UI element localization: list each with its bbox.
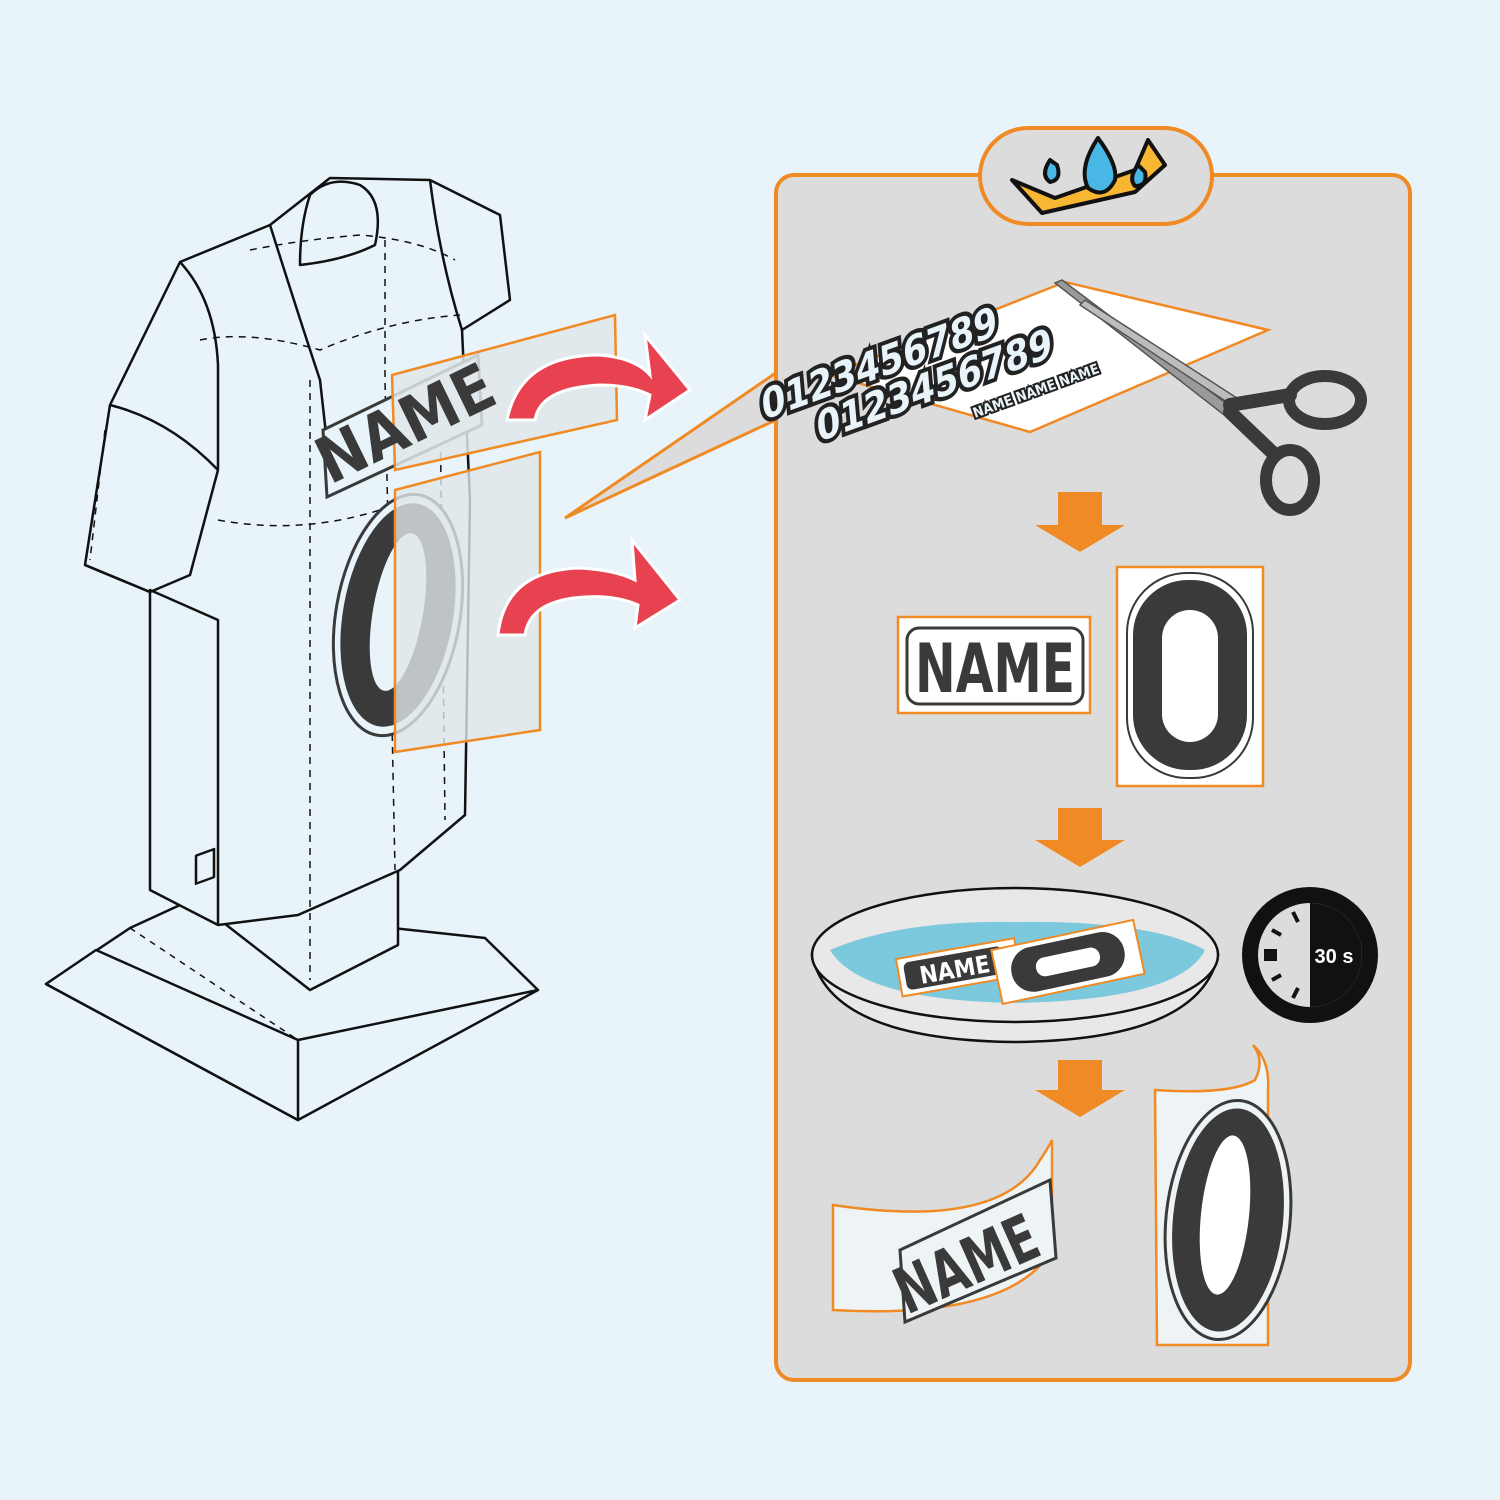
jersey-name-decal: NAME: [305, 313, 619, 499]
scissors-icon: [1053, 279, 1367, 516]
cut-name-text: NAME: [915, 630, 1075, 709]
jersey-number-decal: [331, 450, 542, 754]
peeled-number-decal: [1153, 1044, 1293, 1347]
curved-arrow-icon: [496, 330, 693, 637]
water-bowl: NAME: [810, 886, 1220, 1044]
timer-icon: 30 s: [1242, 887, 1378, 1023]
water-decal-icon: [1010, 136, 1167, 215]
down-arrow-icon: [1035, 492, 1125, 1117]
cut-number-decal: [1115, 565, 1265, 788]
cut-name-decal: NAME: [896, 615, 1092, 715]
timer-text: 30 s: [1315, 946, 1354, 968]
